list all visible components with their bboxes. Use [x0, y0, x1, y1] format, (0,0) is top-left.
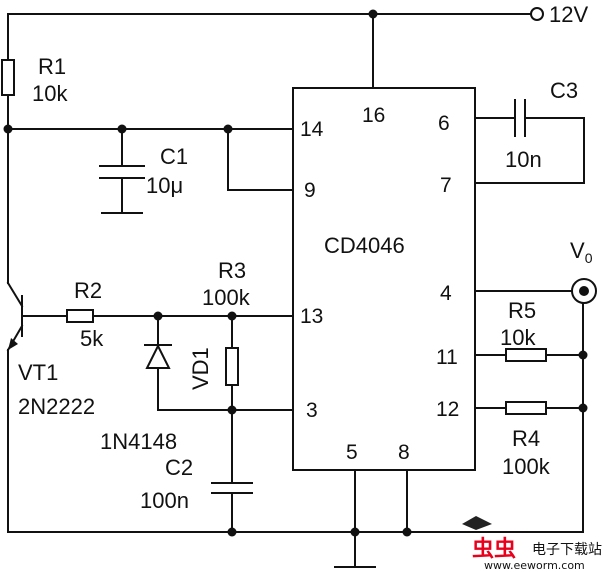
watermark-logo-icon: 虫虫 — [472, 536, 516, 562]
r4-resistor-icon — [505, 401, 547, 415]
r4-value: 100k — [502, 454, 551, 479]
vt1-name: VT1 — [18, 360, 58, 385]
r2-resistor-icon — [66, 309, 94, 323]
supply-label: 12V — [549, 2, 588, 27]
junction-dot — [402, 527, 412, 537]
graduation-cap-icon — [462, 516, 492, 530]
junction-dot — [368, 9, 378, 19]
vt1-transistor-icon — [6, 281, 34, 352]
r5-value: 10k — [500, 325, 536, 350]
r3-resistor-icon — [225, 347, 239, 386]
watermark-brand: 电子下载站 — [532, 542, 602, 558]
pin-13: 13 — [300, 305, 323, 328]
r5-name: R5 — [508, 298, 536, 323]
junction-dot — [227, 527, 237, 537]
junction-dot — [117, 124, 127, 134]
r2-name: R2 — [74, 278, 102, 303]
r1-name: R1 — [38, 54, 66, 79]
pin-14: 14 — [300, 118, 324, 141]
output-label: V0 — [570, 238, 593, 266]
pin-7: 7 — [440, 174, 452, 197]
pin-16: 16 — [362, 104, 385, 127]
pin3-wire — [157, 367, 294, 411]
watermark-url: www.eeworm.com — [484, 559, 585, 572]
cd4046-ic-body — [292, 87, 476, 471]
r3-value: 100k — [202, 285, 251, 310]
output-terminal-center-icon — [579, 286, 589, 296]
r5-resistor-icon — [505, 348, 547, 362]
junction-dot — [578, 403, 588, 413]
pin-5: 5 — [346, 441, 358, 464]
c3-loop-wire — [474, 117, 585, 184]
junction-dot — [3, 124, 13, 134]
supply-terminal-icon — [530, 7, 544, 21]
pin-3: 3 — [306, 399, 318, 422]
r4-name: R4 — [512, 426, 540, 451]
junction-dot — [578, 350, 588, 360]
c1-name: C1 — [160, 144, 188, 169]
vd1-part: 1N4148 — [100, 429, 177, 454]
vd1-diode-icon — [144, 343, 172, 369]
watermark: 虫虫 电子下载站 www.eeworm.com — [462, 516, 602, 572]
pin-11: 11 — [436, 346, 458, 369]
junction-dot — [350, 527, 360, 537]
c3-value: 10n — [505, 147, 542, 172]
junction-dot — [153, 311, 163, 321]
r1-resistor-icon — [1, 59, 15, 96]
c1-value: 10μ — [146, 173, 183, 198]
c2-name: C2 — [165, 455, 193, 480]
pin-12: 12 — [436, 398, 459, 421]
r2-value: 5k — [80, 326, 104, 351]
r3-name: R3 — [218, 258, 246, 283]
c2-value: 100n — [140, 488, 189, 513]
junction-dot — [227, 311, 237, 321]
wires — [7, 13, 585, 568]
ground-rail-wire — [7, 299, 584, 533]
vt1-part: 2N2222 — [18, 394, 95, 419]
junction-dots — [3, 9, 588, 537]
vd1-name: VD1 — [188, 347, 213, 390]
pin-9: 9 — [304, 179, 316, 202]
ic-name: CD4046 — [324, 233, 405, 258]
top-rail-wire — [7, 13, 532, 61]
junction-dot — [227, 405, 237, 415]
pin-8: 8 — [398, 441, 410, 464]
pin-4: 4 — [440, 282, 452, 305]
pin9-tie-wire — [227, 128, 294, 191]
pin-6: 6 — [438, 112, 450, 135]
c3-name: C3 — [550, 78, 578, 103]
junction-dot — [223, 124, 233, 134]
r1-value: 10k — [32, 81, 68, 106]
